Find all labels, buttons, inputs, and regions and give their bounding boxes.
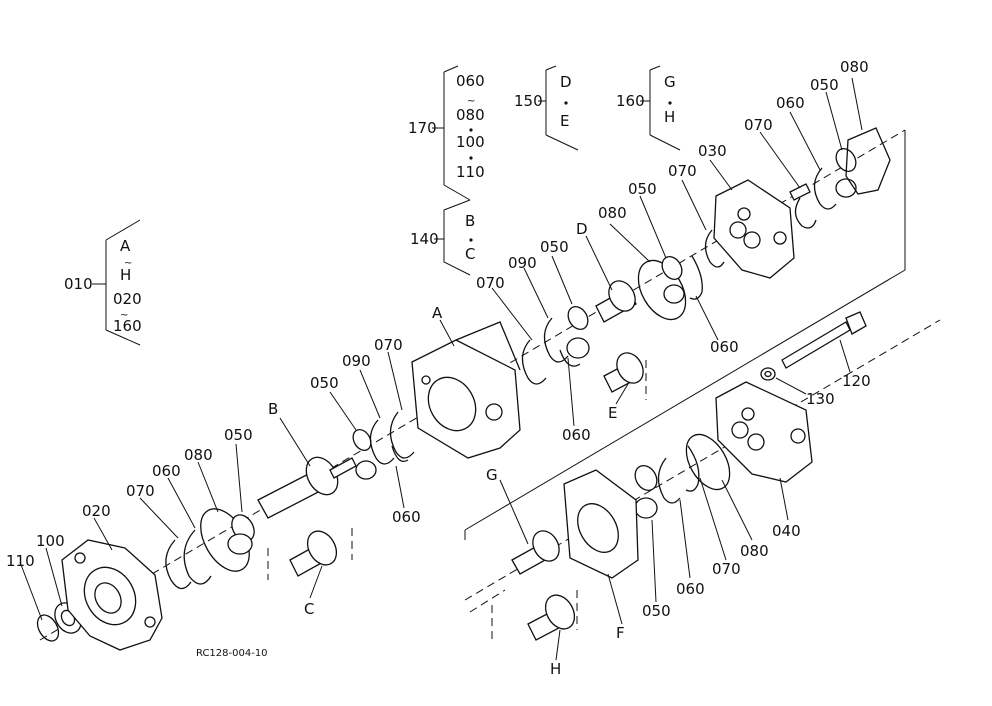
svg-text:~: ~: [467, 96, 475, 107]
label-080-b: 080: [598, 204, 627, 222]
part-040-rear-cover: [715, 381, 813, 483]
group-150-code: 150: [514, 92, 543, 110]
label-030: 030: [698, 142, 727, 160]
label-060-f: 060: [676, 580, 705, 598]
group-160-code: 160: [616, 92, 645, 110]
group-170-item-2: 080: [456, 106, 485, 124]
part-G-gear: [511, 530, 560, 575]
part-C-driven-gear: [289, 530, 338, 577]
label-F: F: [616, 624, 625, 642]
label-020: 020: [82, 502, 111, 520]
label-130: 130: [806, 390, 835, 408]
part-D-gear: [595, 280, 637, 323]
part-seal-set-lower: [634, 433, 731, 519]
group-170-code: 170: [408, 119, 437, 137]
label-050-b: 050: [310, 374, 339, 392]
label-050-e: 050: [810, 76, 839, 94]
group-170-item-4: 110: [456, 163, 485, 181]
label-060-e: 060: [776, 94, 805, 112]
leader-lines: [19, 77, 863, 661]
part-110-snap-ring: [36, 614, 60, 642]
group-160: 160 G H: [616, 65, 681, 151]
group-140-item-2: C: [465, 245, 475, 263]
group-010-bottom: 020: [113, 290, 142, 308]
part-A-gear-case: [411, 321, 521, 459]
label-100: 100: [36, 532, 65, 550]
label-070-e: 070: [744, 116, 773, 134]
label-040: 040: [772, 522, 801, 540]
part-H-gear: [527, 594, 576, 641]
drawing-code: RC128-004-10: [196, 648, 268, 659]
group-160-item-1: G: [664, 73, 676, 91]
group-150: 150 D E: [514, 65, 579, 151]
group-170-item-3: 100: [456, 133, 485, 151]
label-070-d: 070: [668, 162, 697, 180]
part-seal-set-upper: [637, 229, 725, 321]
label-H: H: [550, 660, 561, 678]
part-seal-set-mid-right: [521, 306, 590, 385]
label-060-c: 060: [562, 426, 591, 444]
group-160-item-2: H: [664, 108, 675, 126]
label-090-b: 090: [508, 254, 537, 272]
label-070-c: 070: [476, 274, 505, 292]
group-010-bottom-to: 160: [113, 317, 142, 335]
label-060-a: 060: [152, 462, 181, 480]
group-140: 140 B C: [410, 199, 475, 276]
label-120: 120: [842, 372, 871, 390]
part-030-rear-cover: [713, 179, 795, 279]
part-B-drive-gear: [257, 456, 357, 519]
part-E-gear: [603, 352, 644, 393]
label-A: A: [432, 304, 443, 322]
group-170-item-1: 060: [456, 72, 485, 90]
group-140-item-1: B: [465, 212, 475, 230]
svg-text:~: ~: [124, 258, 132, 269]
group-150-item-2: E: [560, 112, 569, 130]
label-050-d: 050: [628, 180, 657, 198]
label-080-d: 080: [740, 542, 769, 560]
label-050-f: 050: [642, 602, 671, 620]
label-070-b: 070: [374, 336, 403, 354]
group-010-top-to: H: [120, 266, 131, 284]
label-050-a: 050: [224, 426, 253, 444]
label-060-b: 060: [392, 508, 421, 526]
part-120-bolt: [781, 311, 867, 369]
group-010-top: A: [120, 237, 131, 255]
part-F-gear-case: [563, 469, 639, 579]
label-070-f: 070: [712, 560, 741, 578]
label-050-c: 050: [540, 238, 569, 256]
label-D: D: [576, 220, 588, 238]
label-080-a: 080: [184, 446, 213, 464]
label-110: 110: [6, 552, 35, 570]
part-seal-set-mid-left: [352, 411, 415, 480]
group-170: 170 060 080 100 110 ~: [408, 65, 485, 201]
label-G: G: [486, 466, 498, 484]
group-150-item-1: D: [560, 73, 572, 91]
label-B: B: [268, 400, 278, 418]
label-C: C: [304, 600, 314, 618]
label-090-a: 090: [342, 352, 371, 370]
svg-text:~: ~: [120, 310, 128, 321]
part-seal-set-front: [165, 508, 255, 590]
group-010: 010 A H 020 160 ~ ~: [64, 219, 142, 346]
callout-labels: 110 100 020 070 060 080 050 B C 050 090 …: [6, 58, 871, 678]
label-080-c: 080: [840, 58, 869, 76]
part-seal-set-top-right: [789, 127, 891, 229]
label-070-a: 070: [126, 482, 155, 500]
label-E: E: [608, 404, 617, 422]
part-130-washer: [760, 367, 776, 381]
label-060-d: 060: [710, 338, 739, 356]
part-020-front-cover: [61, 539, 163, 651]
group-010-code: 010: [64, 275, 93, 293]
group-140-code: 140: [410, 230, 439, 248]
